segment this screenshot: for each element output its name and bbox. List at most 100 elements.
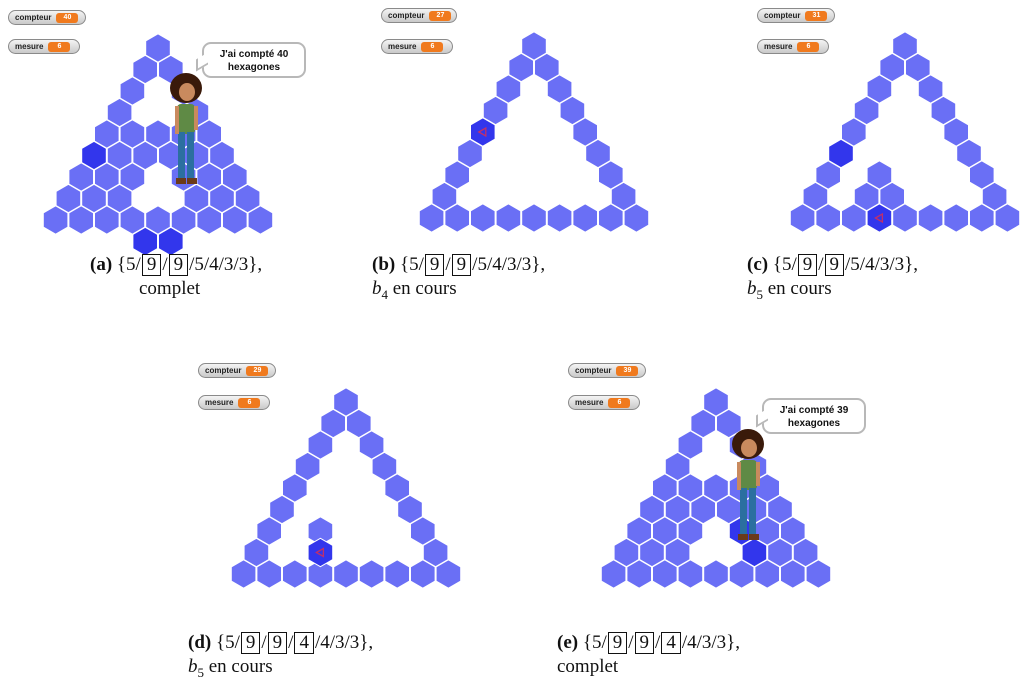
caption-box: 9	[141, 254, 162, 276]
caption-line2: complet	[557, 656, 619, 677]
caption-line2: en cours	[388, 278, 457, 299]
caption-seq-part: /4/3/3},	[681, 632, 741, 653]
caption-tag: (e)	[557, 632, 579, 653]
mesure-label: mesure	[388, 42, 417, 51]
compteur-label: compteur	[388, 11, 425, 20]
compteur-value: 31	[805, 10, 828, 21]
hexagon-cell	[358, 559, 385, 589]
caption-seq-part: /5/4/3/3},	[189, 254, 263, 275]
caption-box: 4	[294, 632, 314, 654]
compteur-watcher[interactable]: compteur 40	[8, 10, 86, 25]
hexagon-cell	[866, 74, 893, 104]
caption-box: 9	[824, 254, 845, 276]
mesure-watcher[interactable]: mesure 6	[8, 39, 80, 54]
hexagon-current	[828, 138, 854, 169]
hexagon-cell	[346, 408, 372, 439]
hexagon-cell	[256, 516, 282, 546]
hexagon-cell	[247, 205, 274, 235]
hexagon-current	[307, 537, 334, 568]
hexagon-cell	[969, 160, 995, 190]
mesure-watcher[interactable]: mesure 6	[198, 395, 270, 410]
hexagon-cell	[81, 183, 107, 214]
hexagon-cell	[495, 203, 522, 233]
mesure-label: mesure	[764, 42, 793, 51]
caption-box: 4	[661, 632, 681, 654]
mesure-watcher[interactable]: mesure 6	[568, 395, 640, 410]
hexagon-current	[132, 226, 158, 257]
turtle-cursor	[874, 212, 884, 224]
hexagon-cell	[470, 203, 496, 233]
caption-seq-part: /	[288, 632, 294, 653]
hexagon-cell	[294, 451, 321, 482]
character-sprite[interactable]	[732, 429, 764, 540]
compteur-label: compteur	[575, 366, 612, 375]
compteur-watcher[interactable]: compteur 39	[568, 363, 646, 378]
hexagon-cell	[917, 203, 944, 233]
hexagon-cell	[664, 537, 691, 568]
hexagon-cell	[183, 183, 210, 214]
hexagon-cell	[307, 559, 334, 589]
hexagon-stage	[789, 31, 1021, 233]
compteur-value: 39	[616, 365, 639, 376]
hexagon-cell	[815, 203, 841, 233]
hexagon-stage	[600, 387, 832, 589]
hexagon-current	[81, 140, 107, 171]
turtle-cursor	[315, 547, 325, 558]
mesure-label: mesure	[205, 398, 234, 407]
caption-seq-part: {5/	[399, 254, 424, 275]
hexagon-cell	[703, 559, 729, 589]
caption-tag: (b)	[372, 254, 396, 275]
caption-c: (c) {5/9/9/5/4/3/3}, b5 en cours	[747, 254, 919, 302]
hexagon-cell	[677, 516, 704, 546]
compteur-label: compteur	[764, 11, 801, 20]
caption-seq-part: {5/	[215, 632, 240, 653]
hexagon-stage	[418, 31, 650, 233]
caption-seq-part: /	[628, 632, 634, 653]
turtle-cursor	[477, 126, 487, 138]
caption-box: 9	[607, 632, 628, 654]
hexagon-cell	[508, 52, 534, 83]
character-sprite[interactable]	[170, 73, 202, 184]
compteur-value: 27	[429, 10, 452, 21]
hexagon-cell	[677, 430, 704, 460]
compteur-label: compteur	[205, 366, 242, 375]
compteur-watcher[interactable]: compteur 29	[198, 363, 276, 378]
hexagon-cell	[482, 95, 509, 126]
hexagon-cell	[410, 559, 436, 589]
hexagon-current	[866, 203, 893, 233]
mesure-label: mesure	[575, 398, 604, 407]
mesure-value: 6	[421, 41, 444, 52]
caption-box: 9	[267, 632, 288, 654]
hexagon-cell	[598, 203, 624, 233]
hexagon-cell	[703, 473, 729, 503]
caption-seq-part: /4/3/3},	[314, 632, 374, 653]
hexagon-cell	[106, 183, 133, 214]
hexagon-cell	[444, 160, 470, 190]
hexagon-cell	[690, 408, 716, 439]
caption-box: 9	[424, 254, 445, 276]
compteur-watcher[interactable]: compteur 27	[381, 8, 457, 23]
hexagon-cell	[320, 408, 346, 439]
speech-bubble: J'ai compté 40 hexagones	[202, 42, 306, 78]
caption-seq-part: /	[818, 254, 824, 275]
mesure-watcher[interactable]: mesure 6	[757, 39, 829, 54]
hexagon-cell	[805, 559, 832, 589]
mesure-watcher[interactable]: mesure 6	[381, 39, 453, 54]
caption-line2: en cours	[763, 278, 832, 299]
mesure-value: 6	[238, 397, 261, 408]
caption-seq-part: /	[655, 632, 661, 653]
caption-seq-part: {5/	[116, 254, 141, 275]
hexagon-cell	[410, 516, 436, 546]
compteur-value: 29	[246, 365, 269, 376]
hexagon-cell	[767, 537, 793, 568]
hexagon-cell	[230, 559, 257, 589]
hexagon-cell	[600, 559, 627, 589]
mesure-value: 6	[48, 41, 71, 52]
speech-bubble: J'ai compté 39 hexagones	[762, 398, 866, 434]
caption-box: 9	[168, 254, 189, 276]
caption-box: 9	[451, 254, 472, 276]
caption-line2: en cours	[204, 656, 273, 677]
compteur-watcher[interactable]: compteur 31	[757, 8, 835, 23]
hexagon-cell	[384, 559, 410, 589]
caption-box: 9	[240, 632, 261, 654]
